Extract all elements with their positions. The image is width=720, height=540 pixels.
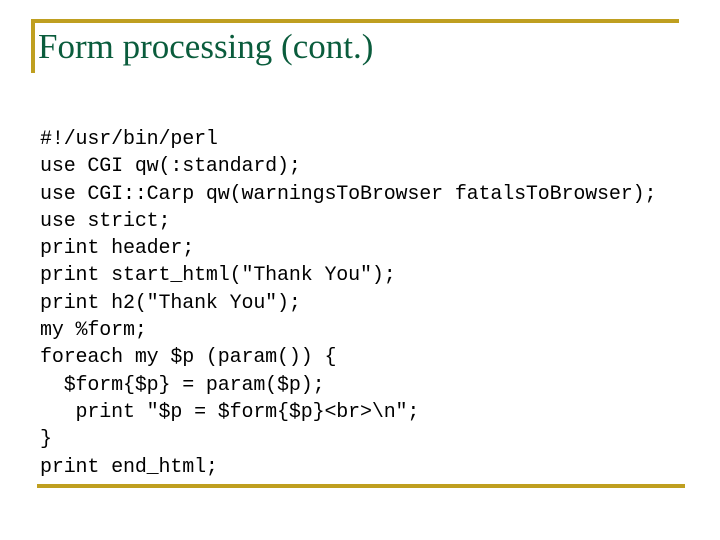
code-line: foreach my $p (param()) { [40,346,337,370]
code-line: use CGI::Carp qw(warningsToBrowser fatal… [40,182,657,206]
code-line: print header; [40,237,195,261]
page-title: Form processing (cont.) [38,27,374,66]
code-line: use strict; [40,209,171,233]
code-line: $form{$p} = param($p); [40,373,325,397]
code-line: #!/usr/bin/perl [40,128,218,151]
code-line: print h2("Thank You"); [40,291,301,315]
title-left-divider [31,19,35,73]
code-line: print end_html; [40,455,218,479]
slide-title-block: Form processing (cont.) [31,19,679,77]
title-top-divider [31,19,679,23]
footer-divider [37,484,685,488]
code-line: print "$p = $form{$p}<br>\n"; [40,400,420,424]
code-line: print start_html("Thank You"); [40,264,396,288]
code-listing: #!/usr/bin/perl use CGI qw(:standard); use… [40,126,712,481]
code-line: my %form; [40,319,147,343]
code-line: } [40,428,52,452]
code-line: use CGI qw(:standard); [40,155,301,179]
